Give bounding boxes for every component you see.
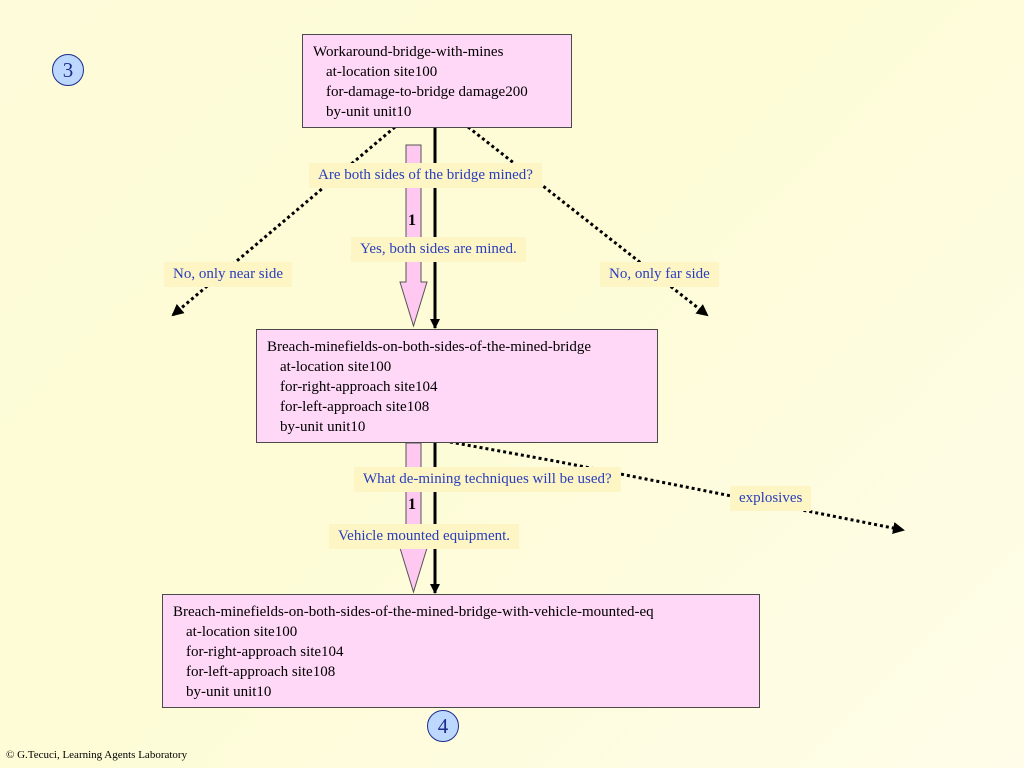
step-badge-top: 3 [52, 54, 84, 86]
task-box-breach-minefields[interactable]: Breach-minefields-on-both-sides-of-the-m… [256, 329, 658, 443]
answer-explosives: explosives [730, 486, 812, 511]
task-title: Breach-minefields-on-both-sides-of-the-m… [267, 339, 592, 355]
branch-number-2: 1 [408, 496, 416, 513]
answer-vehicle-mounted: Vehicle mounted equipment. [329, 524, 520, 549]
task-feature: by-unit unit10 [186, 684, 272, 700]
task-feature: at-location site100 [186, 624, 298, 640]
task-feature: for-right-approach site104 [186, 644, 344, 660]
task-feature: for-right-approach site104 [280, 379, 438, 395]
task-feature: at-location site100 [280, 359, 392, 375]
task-feature: for-damage-to-bridge damage200 [326, 84, 528, 100]
branch-number-1: 1 [408, 212, 416, 229]
question-bridge-mined: Are both sides of the bridge mined? [309, 163, 542, 188]
answer-both-sides-mined: Yes, both sides are mined. [351, 237, 526, 262]
task-title: Breach-minefields-on-both-sides-of-the-m… [173, 604, 654, 620]
task-feature: by-unit unit10 [280, 419, 366, 435]
answer-only-far-side: No, only far side [600, 262, 719, 287]
step-badge-bottom: 4 [427, 710, 459, 742]
task-feature: for-left-approach site108 [186, 664, 336, 680]
answer-only-near-side: No, only near side [164, 262, 292, 287]
task-feature: at-location site100 [326, 64, 438, 80]
pink-arrow-2 [399, 442, 428, 594]
question-demining-techniques: What de-mining techniques will be used? [354, 467, 621, 492]
copyright-footer: © G.Tecuci, Learning Agents Laboratory [6, 749, 188, 761]
task-feature: by-unit unit10 [326, 104, 412, 120]
task-feature: for-left-approach site108 [280, 399, 430, 415]
task-box-breach-vehicle-mounted[interactable]: Breach-minefields-on-both-sides-of-the-m… [162, 594, 760, 708]
task-title: Workaround-bridge-with-mines [313, 44, 504, 60]
task-box-workaround[interactable]: Workaround-bridge-with-mines at-location… [302, 34, 572, 128]
